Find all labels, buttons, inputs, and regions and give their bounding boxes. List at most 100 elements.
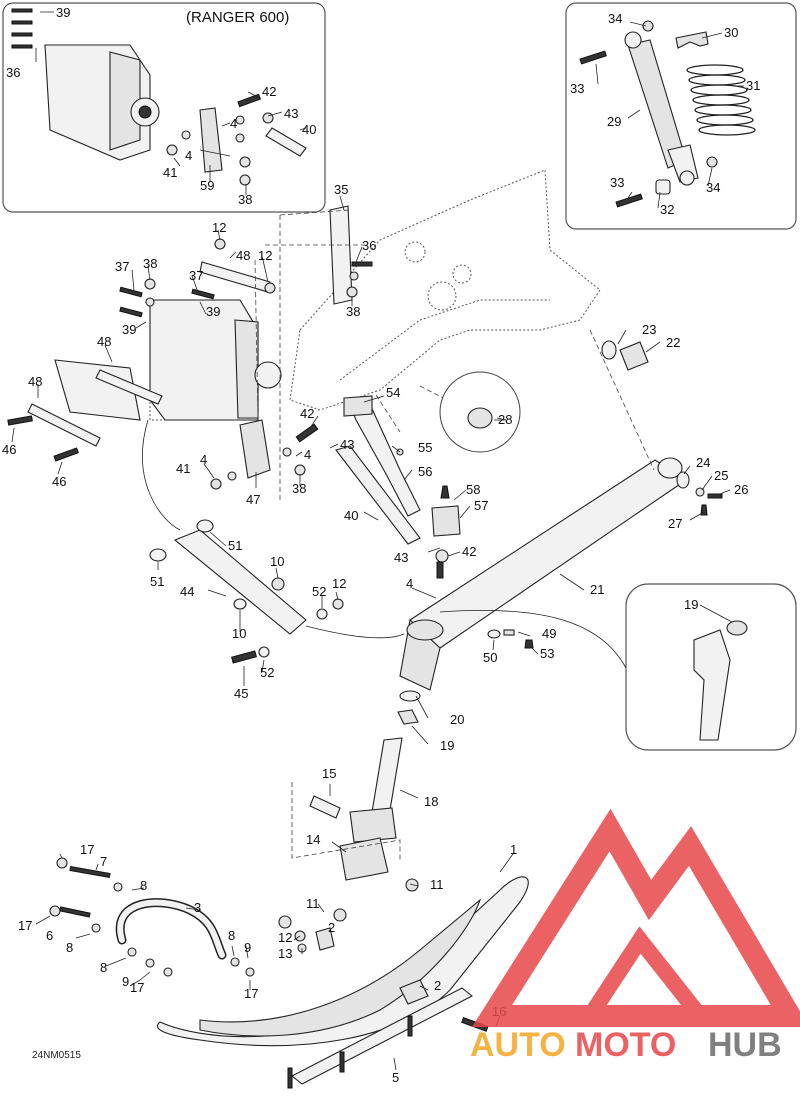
callout-11: 11 (430, 877, 444, 892)
callout-38: 38 (238, 192, 252, 207)
callout-19: 19 (684, 597, 698, 612)
ski (157, 876, 529, 1089)
callout-32: 32 (660, 202, 674, 217)
callout-38: 38 (143, 256, 157, 271)
callout-42: 42 (300, 406, 314, 421)
callout-51: 51 (150, 574, 164, 589)
callout-12: 12 (258, 248, 272, 263)
callout-39: 39 (56, 5, 70, 20)
callout-23: 23 (642, 322, 656, 337)
callout-17: 17 (18, 918, 32, 933)
callout-37: 37 (189, 268, 203, 283)
callout-7: 7 (100, 854, 107, 869)
callout-9: 9 (122, 974, 129, 989)
callout-17: 17 (244, 986, 258, 1001)
watermark-hub: HUB (708, 1026, 782, 1064)
callout-15: 15 (322, 766, 336, 781)
callout-48: 48 (97, 334, 111, 349)
callout-1: 1 (510, 842, 517, 857)
steering-arm (335, 385, 471, 579)
callout-59: 59 (200, 178, 214, 193)
plug-bubble (439, 371, 521, 453)
callout-36: 36 (6, 65, 20, 80)
inset-title: (RANGER 600) (186, 9, 289, 26)
callout-4: 4 (200, 452, 207, 467)
watermark-moto: MOTO (575, 1026, 676, 1064)
callout-2: 2 (434, 978, 441, 993)
callout-26: 26 (734, 482, 748, 497)
callout-29: 29 (607, 114, 621, 129)
automotohub-watermark: AUTO MOTO HUB (470, 808, 800, 1064)
callout-42: 42 (462, 544, 476, 559)
spindle (291, 690, 421, 881)
callout-40: 40 (302, 122, 316, 137)
callout-37: 37 (115, 259, 129, 274)
callout-14: 14 (306, 832, 320, 847)
callout-35: 35 (334, 182, 348, 197)
callout-47: 47 (246, 492, 260, 507)
callout-31: 31 (746, 78, 760, 93)
callout-54: 54 (386, 385, 400, 400)
callout-20: 20 (450, 712, 464, 727)
watermark-logo-icon (471, 808, 800, 1027)
callout-36: 36 (362, 238, 376, 253)
callout-56: 56 (418, 464, 432, 479)
callout-8: 8 (66, 940, 73, 955)
callout-12: 12 (278, 930, 292, 945)
ranger-600-inset: (RANGER 600) 39 36 42 43 40 4 4 41 (2, 2, 326, 213)
callout-4: 4 (185, 148, 192, 163)
callout-3: 3 (194, 900, 201, 915)
callout-38: 38 (292, 481, 306, 496)
callout-5: 5 (392, 1070, 399, 1085)
callout-34: 34 (706, 180, 720, 195)
ski-handle (49, 857, 307, 977)
callout-39: 39 (122, 322, 136, 337)
callout-52: 52 (260, 665, 274, 680)
callout-49: 49 (542, 626, 556, 641)
callout-4: 4 (304, 447, 311, 462)
spindle-inset (625, 583, 797, 751)
callout-43: 43 (394, 550, 408, 565)
callout-18: 18 (424, 794, 438, 809)
callout-48: 48 (236, 248, 250, 263)
callout-2: 2 (328, 920, 335, 935)
callout-50: 50 (483, 650, 497, 665)
callout-8: 8 (100, 960, 107, 975)
callout-48: 48 (28, 374, 42, 389)
callout-53: 53 (540, 646, 554, 661)
callout-8: 8 (228, 928, 235, 943)
callout-4: 4 (230, 116, 237, 131)
callout-46: 46 (52, 474, 66, 489)
callout-33: 33 (610, 175, 624, 190)
callout-6: 6 (46, 928, 53, 943)
callout-51: 51 (228, 538, 242, 553)
leader-lines (11, 195, 731, 1071)
callout-13: 13 (278, 946, 292, 961)
callout-30: 30 (724, 25, 738, 40)
callout-4: 4 (406, 576, 413, 591)
callout-11: 11 (306, 896, 320, 911)
trailing-arm (399, 329, 723, 691)
callout-9: 9 (244, 940, 251, 955)
callout-25: 25 (714, 468, 728, 483)
callout-44: 44 (180, 584, 194, 599)
callout-45: 45 (234, 686, 248, 701)
callout-24: 24 (696, 455, 710, 470)
callout-17: 17 (130, 980, 144, 995)
callout-43: 43 (284, 106, 298, 121)
shock-inset: 34 30 33 31 29 33 34 32 (565, 2, 797, 230)
callout-17: 17 (80, 842, 94, 857)
callout-19: 19 (440, 738, 454, 753)
callout-42: 42 (262, 84, 276, 99)
callout-41: 41 (163, 165, 177, 180)
callout-41: 41 (176, 461, 190, 476)
callout-27: 27 (668, 516, 682, 531)
callout-55: 55 (418, 440, 432, 455)
callout-12: 12 (332, 576, 346, 591)
callout-46: 46 (2, 442, 16, 457)
callout-33: 33 (570, 81, 584, 96)
callout-39: 39 (206, 304, 220, 319)
callout-52: 52 (312, 584, 326, 599)
callout-28: 28 (498, 412, 512, 427)
